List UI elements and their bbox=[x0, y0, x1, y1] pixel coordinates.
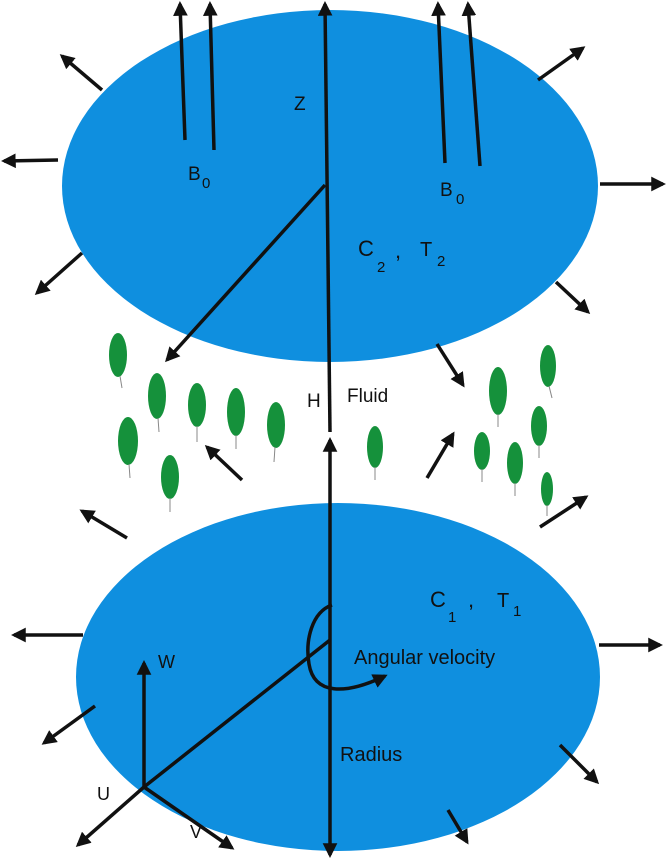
particle bbox=[148, 373, 166, 433]
stretch-arrow bbox=[558, 743, 600, 785]
radius-label: Radius bbox=[340, 744, 402, 766]
stretch-arrow bbox=[41, 704, 97, 745]
particle bbox=[109, 333, 127, 389]
magnetic-field-arrow bbox=[202, 1, 218, 151]
lower-disk bbox=[76, 503, 600, 851]
t2-subscript: 2 bbox=[437, 253, 445, 270]
particle bbox=[541, 472, 553, 516]
fluid-label: Fluid bbox=[347, 386, 388, 407]
stretch-arrow bbox=[59, 54, 104, 92]
magnetic-field-arrow bbox=[431, 1, 447, 164]
t2-label: T bbox=[420, 239, 432, 261]
comma-bottom: , bbox=[468, 587, 474, 612]
u-label: U bbox=[97, 784, 110, 804]
angular-velocity-arrow bbox=[306, 603, 388, 691]
particle bbox=[531, 406, 547, 458]
stretch-arrow bbox=[536, 46, 586, 82]
b0-right-label: B bbox=[440, 180, 453, 201]
flow-arrow bbox=[204, 444, 244, 482]
w-label: W bbox=[158, 652, 175, 672]
v-axis-arrow bbox=[143, 785, 235, 850]
angular-velocity-label: Angular velocity bbox=[354, 647, 495, 669]
stretch-arrow bbox=[34, 251, 84, 295]
particle bbox=[267, 402, 285, 463]
comma-top: , bbox=[395, 238, 401, 263]
fluid-particles bbox=[109, 333, 556, 516]
h-label: H bbox=[307, 391, 321, 412]
stretch-arrow bbox=[1, 153, 59, 169]
z-axis-arrow bbox=[317, 1, 333, 433]
c1-subscript: 1 bbox=[448, 609, 456, 626]
magnetic-field-arrow bbox=[173, 1, 188, 141]
flow-arrow bbox=[79, 509, 128, 540]
particle bbox=[507, 442, 523, 496]
magnetic-field-arrow bbox=[461, 1, 482, 167]
particle bbox=[118, 417, 138, 479]
stretch-arrow bbox=[554, 280, 591, 315]
flow-arrow bbox=[539, 495, 589, 529]
b0-right-subscript: 0 bbox=[456, 191, 464, 208]
labels: Z B 0 B 0 C 2 , T 2 H Fluid C 1 , T 1 An… bbox=[97, 94, 521, 842]
particle bbox=[227, 388, 245, 449]
particle bbox=[188, 383, 206, 442]
t1-subscript: 1 bbox=[513, 603, 521, 620]
particle bbox=[540, 345, 556, 399]
stretch-arrow bbox=[446, 809, 469, 845]
upper-radius-arrow bbox=[165, 183, 327, 363]
v-label: V bbox=[190, 822, 202, 842]
particle bbox=[489, 367, 507, 427]
particle bbox=[474, 432, 490, 482]
particle bbox=[161, 455, 179, 512]
b0-left-label: B bbox=[188, 164, 201, 185]
u-axis-arrow bbox=[75, 785, 146, 847]
flow-arrow bbox=[425, 431, 455, 479]
upper-disk bbox=[62, 10, 598, 362]
c1-label: C bbox=[430, 587, 446, 612]
particle bbox=[367, 426, 383, 480]
z-label: Z bbox=[294, 94, 306, 115]
stretch-arrow bbox=[435, 343, 465, 388]
c2-label: C bbox=[358, 236, 374, 261]
c2-subscript: 2 bbox=[377, 259, 385, 276]
t1-label: T bbox=[497, 590, 509, 612]
b0-left-subscript: 0 bbox=[202, 175, 210, 192]
lower-radius-line bbox=[142, 638, 332, 789]
